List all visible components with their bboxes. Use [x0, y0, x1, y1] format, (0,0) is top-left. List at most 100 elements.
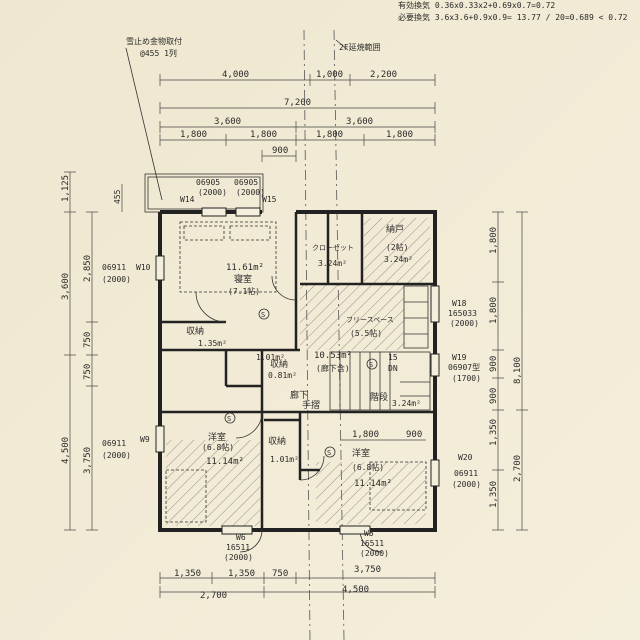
dim-left-3600: 3,600 [61, 273, 71, 300]
window-w15-code: 06905 [234, 178, 258, 187]
window-w9: W9 [140, 435, 150, 444]
smoke-detector-bedroom: S [258, 308, 270, 320]
dim-bottom-1350-a: 1,350 [174, 569, 201, 579]
bedroom-area: 11.61m² [226, 263, 264, 273]
dim-bottom-750: 750 [272, 569, 288, 579]
storage2-area: 0.81m² [268, 371, 297, 380]
window-w15: W15 [262, 195, 277, 204]
svg-text:S: S [369, 361, 373, 369]
bedroom-tatami: (7.1帖) [228, 286, 260, 296]
dim-top-4000: 4,000 [222, 70, 249, 80]
dim-left-1125: 1,125 [61, 175, 71, 202]
west-room-area: 11.14m² [206, 457, 244, 467]
window-w18-size: (2000) [450, 319, 479, 328]
window-w9-size: (2000) [102, 451, 131, 460]
window-w18-code: 165033 [448, 309, 477, 318]
dim-bottom-4500: 4,500 [342, 585, 369, 595]
window-w6-size: (2000) [224, 553, 253, 562]
west-room-name: 洋室 [208, 431, 226, 443]
bedroom-name: 寝室 [234, 273, 252, 285]
dim-left-455: 455 [113, 189, 122, 204]
window-w14-size: (2000) [198, 188, 227, 197]
window-w10-code: 06911 [102, 263, 126, 272]
window-w10: W10 [136, 263, 151, 272]
stairs-area: 3.24m² [392, 399, 421, 408]
free-space-label: フリースペース [346, 316, 394, 324]
window-w6: W6 [236, 533, 246, 542]
storage1-area: 1.35m² [198, 339, 227, 348]
dim-right-1800-b: 1,800 [489, 297, 499, 324]
dim-right-8100: 8,100 [513, 357, 523, 384]
staircase [329, 285, 431, 411]
snow-guard-leader [125, 47, 163, 201]
stair-count: 15 [388, 353, 398, 362]
window-w5-size: (2000) [360, 549, 389, 558]
dim-top-1800-a: 1,800 [180, 130, 207, 140]
smoke-detector-east: S [324, 446, 336, 458]
top-dimensions: 4,000 1,000 2,200 7,200 3,600 3,600 1,80… [159, 70, 436, 162]
window-w18: W18 [452, 299, 467, 308]
east-room-area: 11.14m² [354, 479, 392, 489]
window-w6-code: 16511 [226, 543, 250, 552]
window-w14: W14 [180, 195, 195, 204]
dim-bottom-3750: 3,750 [354, 565, 381, 575]
snow-guard-spacing: @455 1列 [140, 48, 177, 58]
small-space-area: 1.01m² [256, 353, 285, 362]
dim-top-3600-right: 3,600 [346, 117, 373, 127]
window-marks [155, 207, 440, 535]
window-w19-size: (1700) [452, 374, 481, 383]
dim-bottom-1350-b: 1,350 [228, 569, 255, 579]
dim-left-750-a: 750 [83, 332, 93, 348]
dim-left-4500: 4,500 [61, 437, 71, 464]
free-space-hatch [300, 284, 404, 350]
window-w10-size: (2000) [102, 275, 131, 284]
left-dimensions: 1,125 3,600 4,500 2,850 750 750 3,750 45… [61, 171, 123, 531]
dim-top-1800-c: 1,800 [316, 130, 343, 140]
free-space-tatami: (5.5帖) [350, 328, 382, 338]
fire-zone-leader [335, 39, 349, 51]
dim-top-2200: 2,200 [370, 70, 397, 80]
dim-left-2850: 2,850 [83, 255, 93, 282]
dim-right-1350-a: 1,350 [489, 419, 499, 446]
closet-a-label: クローゼット [312, 243, 354, 252]
dim-inner-900: 900 [406, 430, 422, 440]
west-room-tatami: (6.8帖) [202, 442, 234, 452]
storage-room-tatami: (2帖) [386, 242, 408, 252]
dim-bottom-2700: 2,700 [200, 591, 227, 601]
dim-right-2700: 2,700 [513, 455, 523, 482]
window-w5: W5 [364, 529, 374, 538]
interior-walls [160, 212, 435, 530]
dim-top-3600-left: 3,600 [214, 117, 241, 127]
storage-room-name: 納戸 [386, 223, 404, 235]
handrail-label: 手摺 [302, 399, 320, 411]
west-room-hatch [166, 440, 260, 526]
smoke-detector-hall: S [366, 358, 378, 370]
corridor-label: 廊下 [290, 389, 308, 401]
storage3-area: 1.01m² [270, 455, 299, 464]
hall-note: (廊下含) [316, 363, 350, 373]
storage-room-area: 3.24m² [384, 255, 413, 264]
east-room-name: 洋室 [352, 447, 370, 459]
ventilation-effective: 有効換気 0.36x0.33x2+0.69x0.7=0.72 [398, 0, 555, 10]
window-w20-code: 06911 [454, 469, 478, 478]
bottom-dimensions: 1,350 1,350 750 3,750 2,700 4,500 [159, 565, 436, 601]
dim-right-900-b: 900 [489, 388, 499, 404]
storage2-label: 収納 [270, 358, 288, 370]
window-w20-size: (2000) [452, 480, 481, 489]
window-w19: W19 [452, 353, 467, 362]
svg-text:S: S [227, 415, 231, 423]
dim-right-900-a: 900 [489, 356, 499, 372]
dim-top-7200: 7,200 [284, 98, 311, 108]
dim-right-1350-b: 1,350 [489, 481, 499, 508]
dim-top-1000: 1,000 [316, 70, 343, 80]
window-w9-code: 06911 [102, 439, 126, 448]
storage-hatch [364, 218, 430, 284]
window-w20: W20 [458, 453, 473, 462]
window-w14-code: 06905 [196, 178, 220, 187]
dim-top-900: 900 [272, 146, 288, 156]
storage1-label: 収納 [186, 325, 204, 337]
dim-top-1800-d: 1,800 [386, 130, 413, 140]
ventilation-required: 必要換気 3.6x3.6+0.9x0.9= 13.77 / 20=0.689 <… [398, 12, 628, 22]
dim-inner-1800: 1,800 [352, 430, 379, 440]
